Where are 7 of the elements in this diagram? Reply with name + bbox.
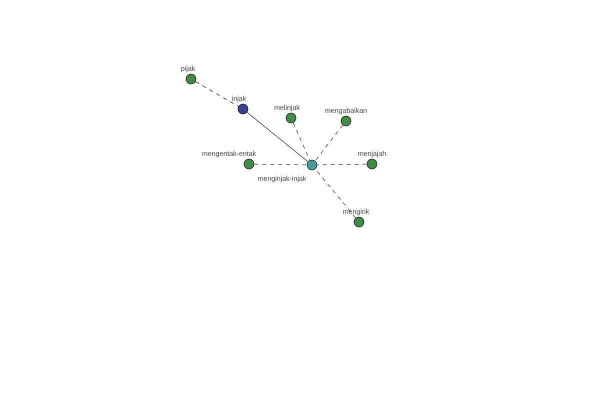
connector-line [246,112,308,162]
connector-line [292,122,310,160]
connector-line [254,164,307,166]
connector-line [315,168,356,218]
connector-line [317,164,367,166]
connector-line [314,124,344,162]
connector-line [195,81,239,107]
